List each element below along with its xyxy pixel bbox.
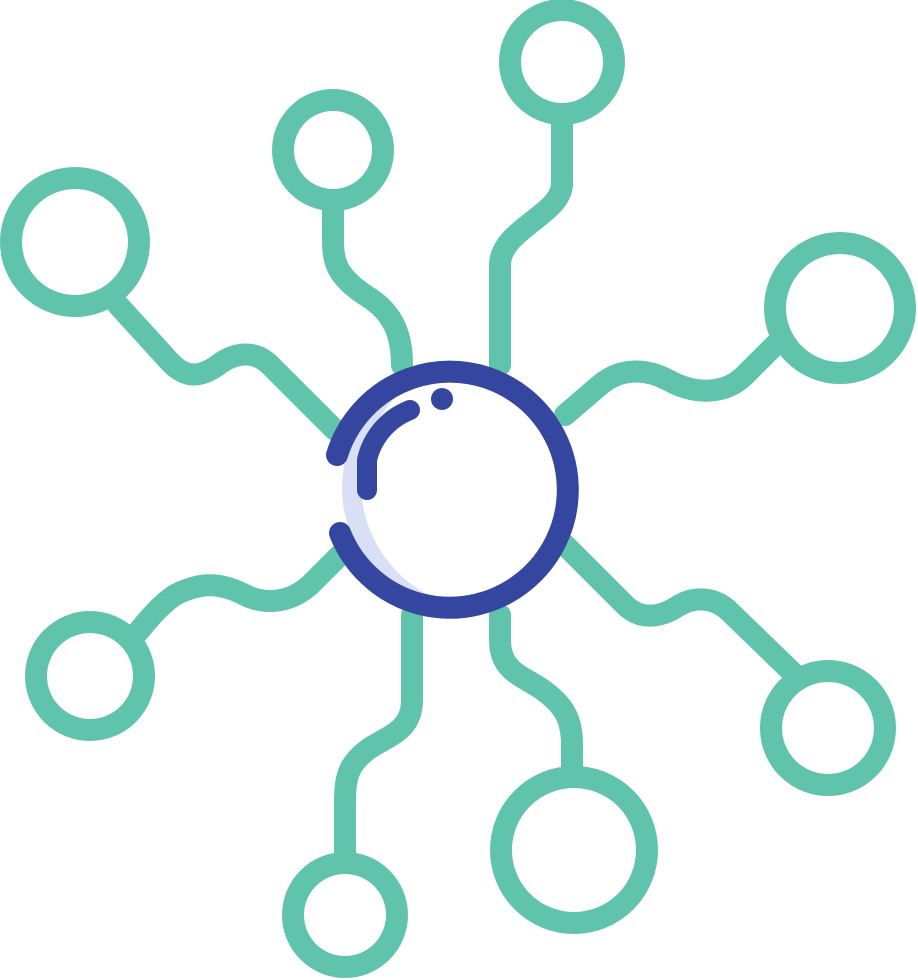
branch-line-lower-left xyxy=(334,604,423,873)
branch-line-upper-left-outer xyxy=(107,294,346,441)
node-circle-right-lower xyxy=(760,660,896,796)
branch-line-top xyxy=(489,107,573,376)
branch-lines xyxy=(107,107,806,873)
node-circle-lower-left xyxy=(282,852,408,978)
node-circle-top xyxy=(499,0,625,125)
node-circle-upper-left-inner xyxy=(272,89,394,211)
hub-outline xyxy=(326,360,579,619)
hub-highlight-arc xyxy=(357,400,420,500)
hub-highlight-dot xyxy=(431,388,453,410)
branch-line-right-lower xyxy=(554,534,806,686)
hub-body xyxy=(339,370,575,606)
node-circle-right-upper xyxy=(764,232,916,384)
branch-line-right-upper xyxy=(554,334,786,426)
node-circle-lower-right xyxy=(490,766,658,934)
branch-line-lower-right xyxy=(489,604,583,786)
node-circle-left-lower xyxy=(25,611,155,741)
central-hub xyxy=(326,360,579,619)
branch-line-left-lower xyxy=(127,544,351,643)
node-circle-upper-left-outer xyxy=(0,167,150,317)
branch-line-upper-left-inner xyxy=(322,194,413,376)
